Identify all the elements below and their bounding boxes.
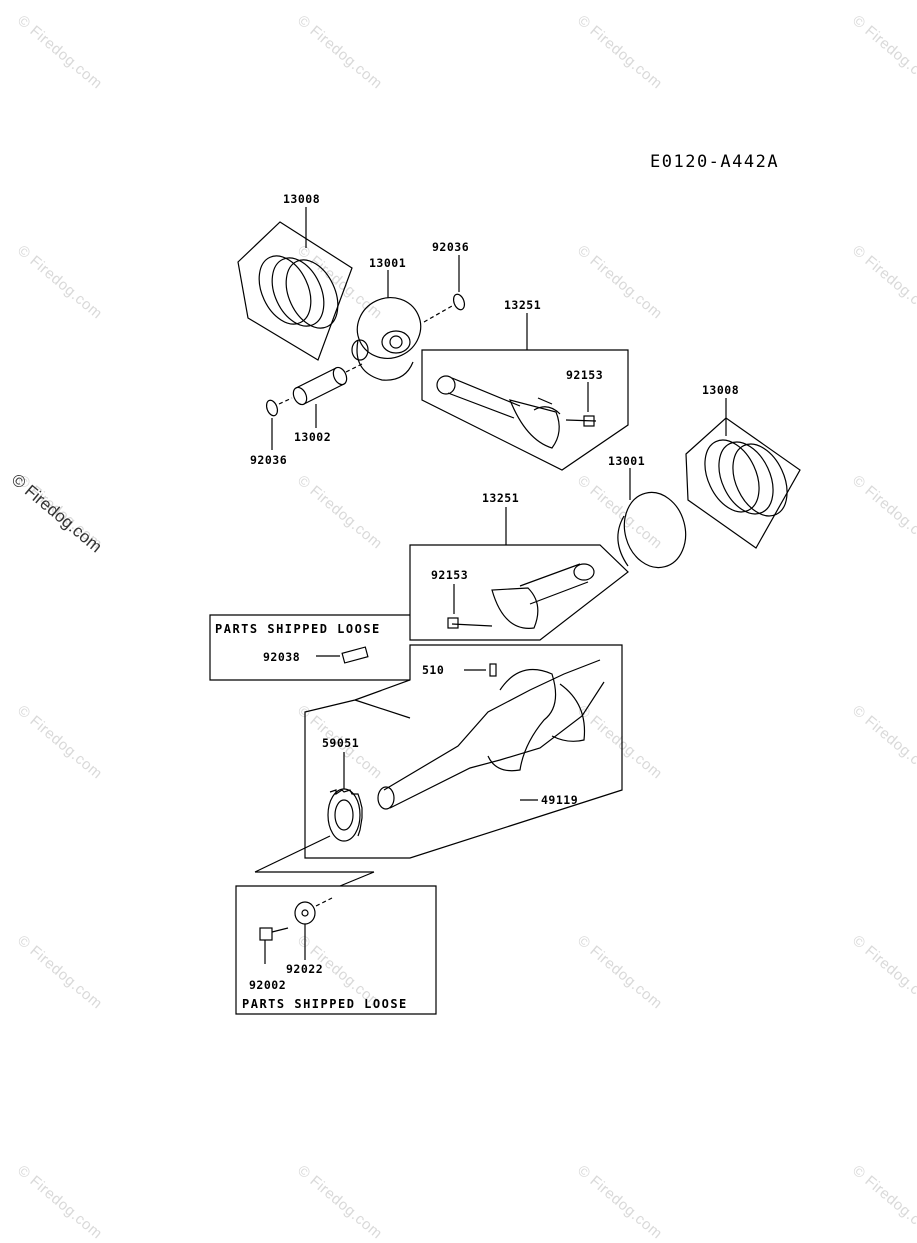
callout-49119: 49119 [541,793,579,807]
crankshaft-assembly [304,644,623,859]
callout-510: 510 [422,663,445,677]
connecting-rod-middle [409,507,629,641]
callout-92002: 92002 [249,978,287,992]
callout-13008-top: 13008 [283,192,321,206]
piston-right [617,468,687,569]
parts-shipped-loose-bottom: PARTS SHIPPED LOOSE [242,997,408,1011]
callout-13251-top: 13251 [504,298,542,312]
diagram-code: E0120-A442A [650,152,780,172]
loose-box-top [209,614,410,681]
callout-92153-mid: 92153 [431,568,469,582]
callout-13008-right: 13008 [702,383,740,397]
piston-pin [292,363,363,428]
callout-92022: 92022 [286,962,324,976]
loose-box-bottom [235,885,437,1015]
connector-line-3 [339,871,375,887]
connecting-rod-top [421,313,629,471]
parts-shipped-loose-top: PARTS SHIPPED LOOSE [215,622,381,636]
callout-92036-left: 92036 [250,453,288,467]
piston-top [351,270,422,381]
callout-92038: 92038 [263,650,301,664]
clip-top-right [423,255,466,323]
exploded-parts-diagram [209,207,801,1015]
timing-gear [327,752,363,842]
piston-ring-set-top [237,207,353,361]
callout-13001-right: 13001 [608,454,646,468]
callout-13251-mid: 13251 [482,491,520,505]
clip-left [265,397,293,450]
piston-ring-set-right [685,398,801,549]
callout-13001-top: 13001 [369,256,407,270]
callout-92153-top: 92153 [566,368,604,382]
callout-59051: 59051 [322,736,360,750]
callout-92036-top: 92036 [432,240,470,254]
connector-line [254,835,331,873]
callout-13002: 13002 [294,430,332,444]
